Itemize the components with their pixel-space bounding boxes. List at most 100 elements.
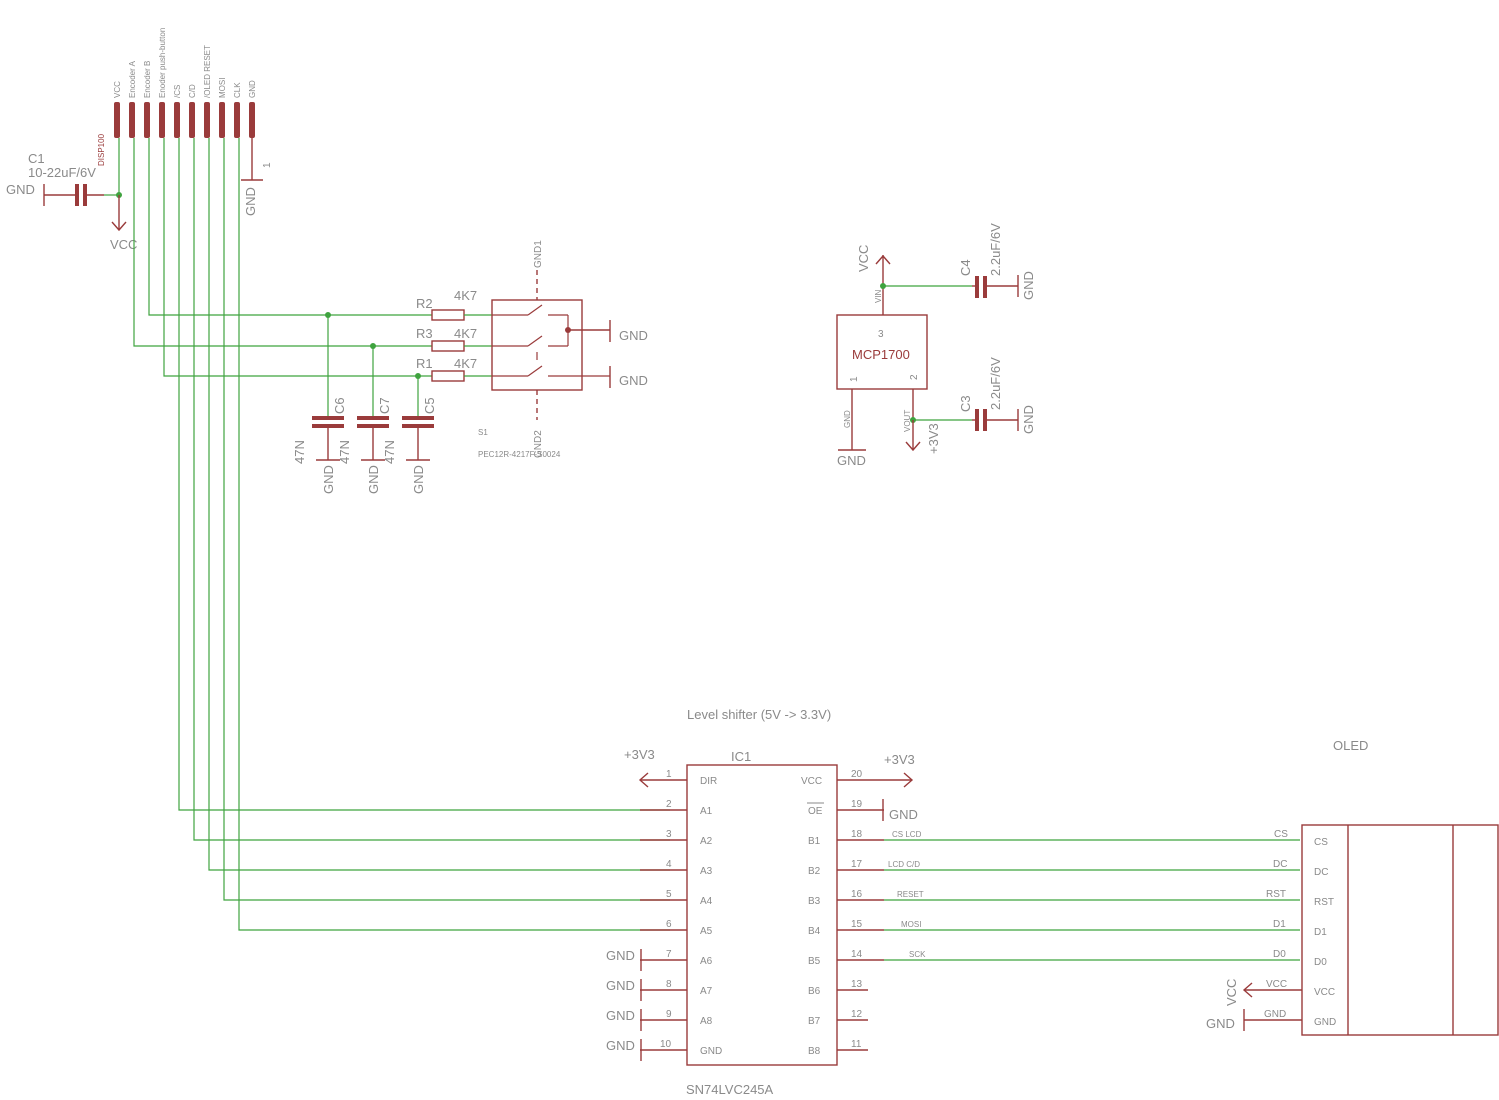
- v33-label: +3V3: [884, 752, 915, 767]
- net-label: SCK: [909, 950, 926, 959]
- ic1-pin-num: 17: [851, 859, 863, 870]
- oled-net: D1: [1273, 919, 1286, 930]
- oled-pin: D0: [1314, 957, 1327, 968]
- r1-name: R1: [416, 356, 433, 371]
- ic1-pin-name: B7: [808, 1016, 821, 1027]
- ic1-pin-num: 1: [666, 769, 672, 780]
- ic1-pin-num: 13: [851, 979, 863, 990]
- ic1-pin-name: A5: [700, 926, 713, 937]
- net-label: RESET: [897, 890, 924, 899]
- r2-value: 4K7: [454, 288, 477, 303]
- filter-capacitors: C6 C7 C5 47N 47N 47N GND GND GND: [292, 312, 437, 494]
- ic1-pin-name: B4: [808, 926, 821, 937]
- ic1-name: IC1: [731, 749, 751, 764]
- gnd-label: GND: [619, 328, 648, 343]
- header-pin-label: Encoder B: [143, 61, 152, 98]
- ic1-pin-num: 10: [660, 1039, 672, 1050]
- oled-net: D0: [1273, 949, 1286, 960]
- ic1-pin-name: B6: [808, 986, 821, 997]
- resistors: R2 4K7 R3 4K7 R1 4K7: [416, 288, 477, 382]
- ic1-pin-num: 6: [666, 919, 672, 930]
- oled-module: CS DC RST D1 D0 VCC GND CS DC RST D1 D0 …: [1264, 824, 1499, 1036]
- c7-name: C7: [377, 397, 392, 414]
- ic1-pin-name: B5: [808, 956, 821, 967]
- vcc-label: VCC: [856, 245, 871, 272]
- r3-name: R3: [416, 326, 433, 341]
- header-pins: [114, 102, 255, 138]
- encoder-name: S1: [478, 428, 488, 437]
- gnd-label: GND: [606, 978, 635, 993]
- header-pin-label: MOSI: [218, 78, 227, 98]
- header-pin-label: CLK: [233, 82, 242, 98]
- gnd-label: GND: [243, 187, 258, 216]
- oled-pin: DC: [1314, 867, 1328, 878]
- ic1-left-pins: 1 2 3 4 5 6 7 8 9 10 DIR A1 A2 A3 A4 A5 …: [640, 769, 722, 1057]
- ic1-pin-name: A7: [700, 986, 713, 997]
- c5-value: 47N: [382, 440, 397, 464]
- ic1-body: [686, 764, 838, 1066]
- oled-pin: CS: [1314, 837, 1328, 848]
- oled-net: CS: [1274, 829, 1288, 840]
- c1-name: C1: [28, 151, 45, 166]
- net-label: CS LCD: [892, 830, 922, 839]
- oled-pin: VCC: [1314, 987, 1335, 998]
- gnd-label: GND: [837, 453, 866, 468]
- ic1-pin-num: 19: [851, 799, 863, 810]
- gnd-label: GND: [889, 807, 918, 822]
- ic1-pin-name: B2: [808, 866, 821, 877]
- ic1-pin-name: A1: [700, 806, 713, 817]
- regulator-pin-in: 3: [878, 329, 884, 340]
- ic1-pin-num: 4: [666, 859, 672, 870]
- oled-pin: RST: [1314, 897, 1334, 908]
- encoder-part: PEC12R-4217F-S0024: [478, 450, 561, 459]
- gnd-label: GND: [606, 948, 635, 963]
- ic1-part: SN74LVC245A: [686, 1082, 774, 1097]
- c4-value: 2.2uF/6V: [988, 223, 1003, 276]
- net-label: LCD C/D: [888, 860, 920, 869]
- capacitor-c4: C4 2.2uF/6V GND: [958, 223, 1036, 300]
- header-pin-label: GND: [248, 80, 257, 98]
- ic1-pin-num: 20: [851, 769, 863, 780]
- regulator-pin-out: 2: [909, 374, 920, 380]
- gnd-label: GND: [321, 465, 336, 494]
- regulator-vout-label: VOUT: [903, 410, 912, 432]
- regulator-vin-label: VIN: [874, 289, 883, 303]
- gnd-label: GND: [1206, 1016, 1235, 1031]
- c5-name: C5: [422, 397, 437, 414]
- ic1-pin-num: 5: [666, 889, 672, 900]
- gnd-label: GND: [411, 465, 426, 494]
- ic1-pin-name: DIR: [700, 776, 717, 787]
- oled-pin: D1: [1314, 927, 1327, 938]
- gnd-label: GND: [1021, 271, 1036, 300]
- gnd-label: GND: [366, 465, 381, 494]
- gnd-label: GND: [606, 1038, 635, 1053]
- ic1-pin-num: 12: [851, 1009, 863, 1020]
- ic1-pin-name: OE: [808, 806, 823, 817]
- ic1-pin-num: 14: [851, 949, 863, 960]
- r3-value: 4K7: [454, 326, 477, 341]
- vcc-label: VCC: [110, 237, 137, 252]
- ic1-pin-name: B1: [808, 836, 821, 847]
- rotary-encoder-s1: GND1 GND2 GND GND S1 PEC12R-4217F-S0024: [478, 240, 648, 459]
- ic1-pin-name: GND: [700, 1046, 722, 1057]
- capacitor-c1: C1 10-22uF/6V GND: [6, 151, 104, 206]
- oled-net: RST: [1266, 889, 1286, 900]
- regulator-gnd-label: GND: [843, 410, 852, 428]
- oled-pin: GND: [1314, 1017, 1336, 1028]
- header-pin-label: VCC: [113, 81, 122, 98]
- c4-name: C4: [958, 259, 973, 276]
- oled-net: DC: [1273, 859, 1287, 870]
- regulator-name: MCP1700: [852, 347, 910, 362]
- ic1-pin-name: A6: [700, 956, 713, 967]
- ic1-pin-name: VCC: [801, 776, 822, 787]
- ic1-pin-num: 11: [851, 1039, 862, 1050]
- header-pin1-label: 1: [262, 162, 273, 168]
- ic1-pin-num: 7: [666, 949, 672, 960]
- header-bus-wires: [118, 138, 670, 931]
- r2-name: R2: [416, 296, 433, 311]
- ic1-pin-name: B3: [808, 896, 821, 907]
- encoder-gnd1: GND1: [533, 240, 544, 268]
- ic1-pin-name: A2: [700, 836, 713, 847]
- c6-value: 47N: [292, 440, 307, 464]
- ic1-pin-num: 18: [851, 829, 863, 840]
